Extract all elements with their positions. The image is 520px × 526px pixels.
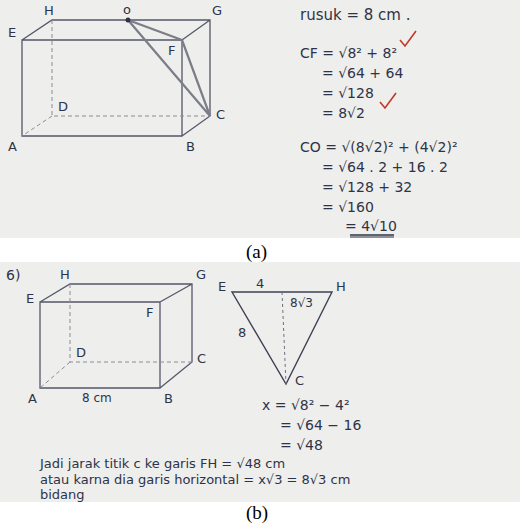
vertex-label: E [218, 280, 226, 293]
handwritten-note: CO = √(8√2)² + (4√2)² [300, 140, 458, 154]
vertex-label: C [216, 108, 225, 121]
handwritten-note: = √64 . 2 + 16 . 2 [322, 160, 448, 174]
handwritten-note: = √128 [322, 86, 374, 100]
answer-underline [350, 234, 394, 236]
handwritten-note: bidang [40, 488, 85, 501]
panel-caption: (b) [246, 503, 268, 522]
handwritten-note: atau karna dia garis horizontal = x√3 = … [40, 473, 350, 486]
handwritten-note: = √128 + 32 [322, 180, 412, 194]
handwritten-note: 8 [238, 326, 246, 339]
handwritten-note: 8 cm [82, 392, 112, 404]
altitude-line [282, 292, 286, 384]
vertex-label: A [8, 140, 17, 153]
handwritten-note: = √48 [280, 438, 323, 452]
vertex-label: F [168, 44, 175, 57]
vertex-label: H [44, 4, 54, 17]
vertex-label: G [196, 268, 206, 281]
triangle-sketch [232, 292, 332, 384]
handwritten-note: = √160 [322, 200, 374, 214]
handwritten-note: rusuk = 8 cm . [300, 8, 411, 23]
hidden-edges [40, 284, 192, 388]
paper-photo [0, 0, 520, 238]
vertex-label: C [295, 374, 304, 387]
handwritten-note: x = √8² − 4² [262, 398, 350, 412]
paper-photo [0, 262, 520, 502]
vertex-label: E [26, 292, 34, 305]
cube-edges [40, 284, 192, 388]
vertex-label: D [58, 100, 68, 113]
handwritten-note: = 8√2 [322, 106, 365, 120]
handwritten-note: = √64 − 16 [280, 418, 361, 432]
cube-edges [22, 20, 210, 136]
vertex-label: B [186, 140, 195, 153]
check-mark [400, 31, 416, 46]
vertex-label: o [123, 3, 131, 16]
vertex-label: H [60, 268, 70, 281]
vertex-label: E [8, 26, 16, 39]
handwritten-note: 4 [256, 277, 264, 290]
handwritten-note: Jadi jarak titik c ke garis FH = √48 cm [40, 457, 285, 470]
vertex-label: B [164, 392, 173, 405]
vertex-label: D [76, 346, 86, 359]
vertex-label: F [146, 306, 153, 319]
handwritten-note: = √64 + 64 [322, 66, 403, 80]
answer-underline [350, 237, 394, 238]
diagonal-lines [128, 20, 210, 116]
hidden-edges [22, 20, 210, 136]
handwritten-note: 6) [6, 268, 20, 282]
vertex-label: G [212, 4, 222, 17]
panel-caption: (a) [246, 242, 267, 261]
handwritten-note: = 4√10 [345, 219, 397, 233]
vertex-label: H [336, 280, 346, 293]
handwritten-note: 8√3 [290, 297, 313, 309]
vertex-label: C [197, 352, 206, 365]
check-mark [380, 93, 396, 108]
midpoint-dot [126, 18, 131, 23]
handwritten-note: CF = √8² + 8² [300, 46, 397, 60]
vertex-label: A [28, 392, 37, 405]
